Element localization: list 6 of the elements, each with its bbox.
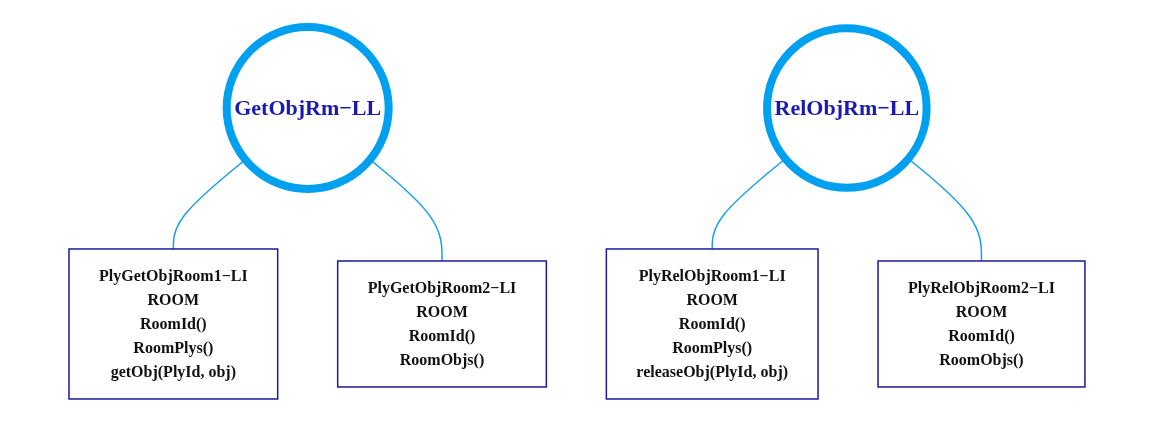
- node-box: PlyRelObjRoom1−LI ROOM RoomId() RoomPlys() releaseObj(PlyId, obj): [605, 247, 819, 400]
- node-box: PlyRelObjRoom2−LI ROOM RoomId() RoomObjs(): [877, 259, 1086, 388]
- node-box: PlyGetObjRoom2−LI ROOM RoomId() RoomObjs(): [336, 259, 548, 388]
- node-box: PlyGetObjRoom1−LI ROOM RoomId() RoomPlys() getObj(PlyId, obj): [68, 247, 279, 400]
- node-circle: RelObjRm−LL: [763, 23, 931, 192]
- node-circle: GetObjRm−LL: [222, 22, 393, 193]
